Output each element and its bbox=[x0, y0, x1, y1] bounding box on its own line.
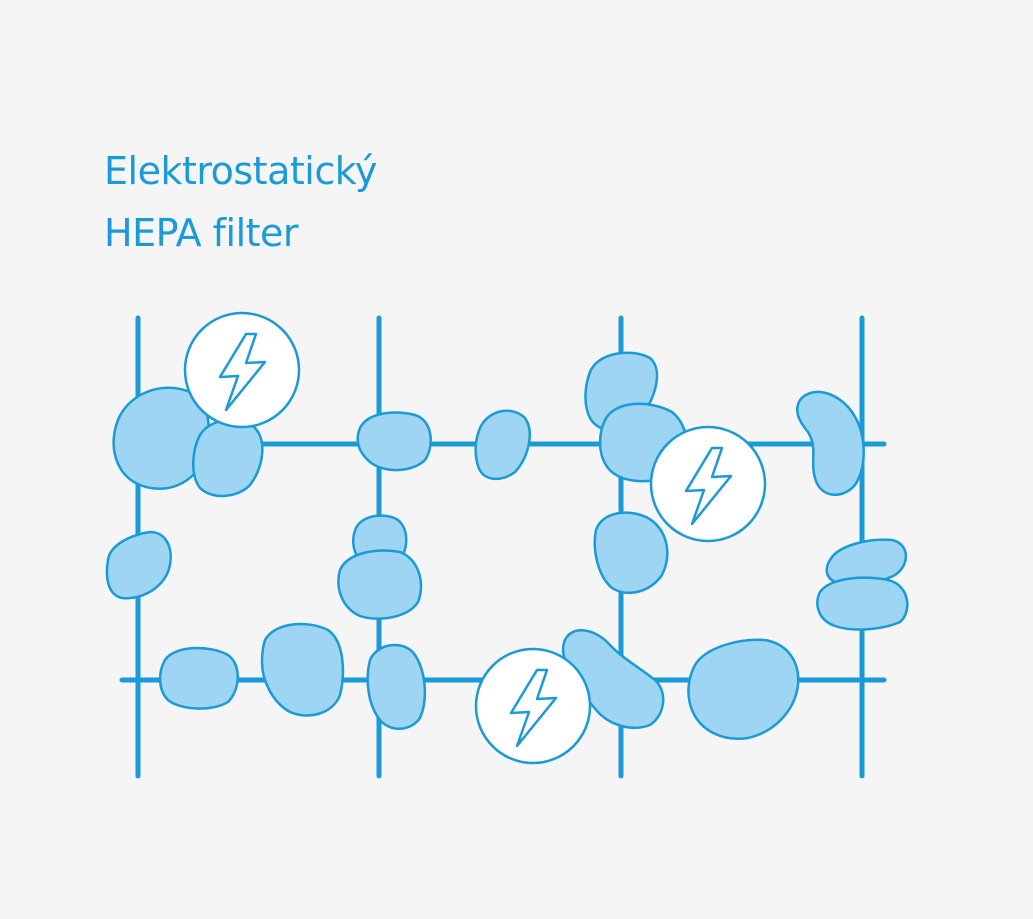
title-line-1: Elektrostatický bbox=[104, 149, 377, 193]
diagram-title: Elektrostatický HEPA filter bbox=[104, 140, 377, 264]
dust-particle bbox=[356, 411, 432, 472]
lightning-bolt-icon bbox=[684, 446, 733, 526]
dust-particle bbox=[687, 638, 800, 741]
dust-particle bbox=[158, 646, 239, 710]
charge-circle bbox=[649, 425, 767, 543]
charge-circle bbox=[183, 311, 301, 429]
dust-particle bbox=[337, 549, 423, 620]
lightning-bolt-icon bbox=[218, 332, 267, 412]
dust-particle bbox=[260, 622, 345, 717]
dust-particle bbox=[366, 643, 427, 730]
electrostatic-charge bbox=[474, 647, 592, 765]
dust-particle bbox=[192, 418, 264, 498]
dust-particle bbox=[593, 511, 669, 595]
electrostatic-charge bbox=[183, 311, 301, 429]
dust-particles bbox=[105, 351, 909, 741]
dust-particle bbox=[796, 390, 865, 496]
dust-particle bbox=[105, 530, 172, 600]
title-line-2: HEPA filter bbox=[104, 211, 299, 255]
charge-circle bbox=[474, 647, 592, 765]
dust-particle bbox=[474, 409, 531, 480]
electrostatic-charge bbox=[649, 425, 767, 543]
dust-particle bbox=[816, 576, 909, 631]
lightning-bolt-icon bbox=[509, 668, 558, 748]
dust-particle bbox=[825, 538, 908, 587]
